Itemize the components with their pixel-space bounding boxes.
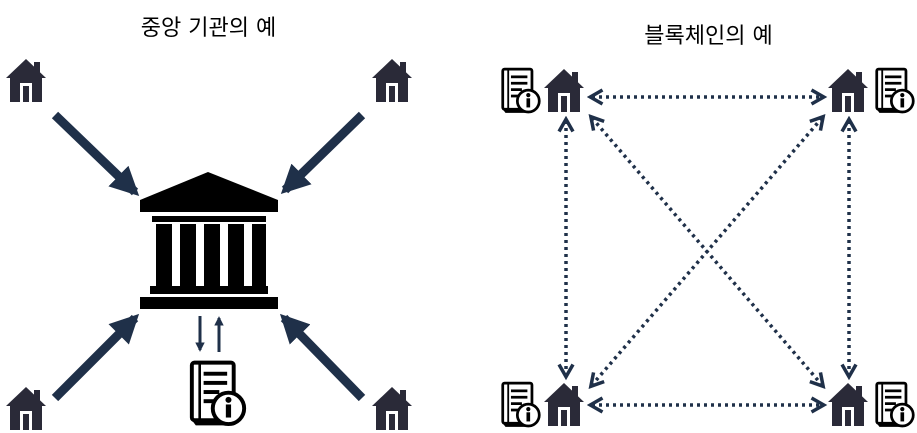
ledger-info-icon bbox=[875, 67, 915, 115]
blockchain-title: 블록체인의 예 bbox=[644, 24, 773, 49]
ledger-info-icon bbox=[192, 363, 244, 426]
ledger-info-icon bbox=[875, 381, 915, 429]
ledger-info-icon bbox=[501, 381, 541, 429]
house-icon bbox=[372, 59, 412, 102]
arrow-to-bank bbox=[51, 313, 140, 402]
house-icon bbox=[544, 69, 584, 112]
link-diagonal bbox=[588, 114, 826, 389]
bank-icon bbox=[140, 172, 278, 309]
house-icon bbox=[372, 387, 412, 430]
arrow-to-bank bbox=[51, 111, 140, 196]
house-icon bbox=[828, 383, 868, 426]
central-authority-title: 중앙 기관의 예 bbox=[140, 16, 277, 41]
ledger-info-icon bbox=[501, 67, 541, 115]
house-icon bbox=[544, 383, 584, 426]
arrow-to-bank bbox=[280, 111, 366, 195]
arrow-to-bank bbox=[279, 313, 366, 402]
house-icon bbox=[6, 387, 46, 430]
house-icon bbox=[6, 59, 46, 102]
house-icon bbox=[828, 69, 868, 112]
